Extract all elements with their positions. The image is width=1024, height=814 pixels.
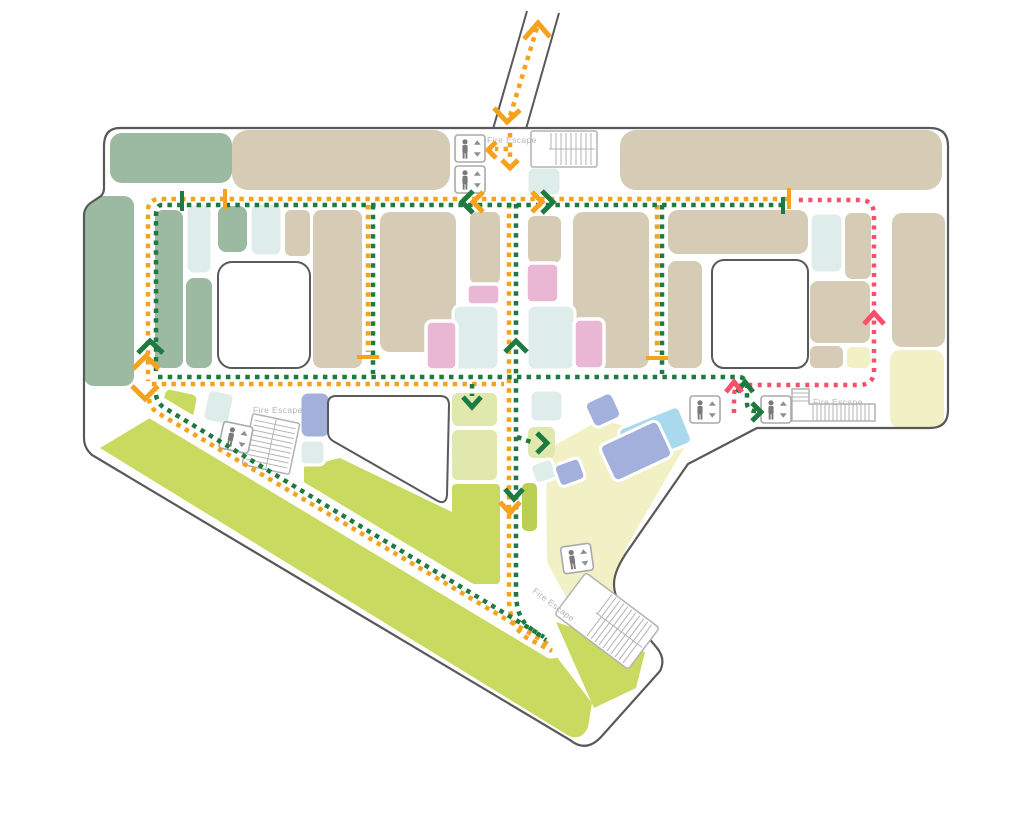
arrow-left-icon [484, 140, 498, 160]
stairs-icon [241, 413, 301, 475]
zone-lime [100, 418, 592, 738]
zone-pale-cyan [808, 211, 845, 275]
zone-pink [465, 282, 502, 307]
zone-tan [620, 130, 942, 190]
arrow-down-icon [130, 384, 160, 403]
zone-tan [810, 281, 870, 343]
zone-tan [528, 216, 561, 263]
arrow-up-icon [724, 377, 744, 394]
zone-periwinkle [599, 419, 673, 483]
stairs-icon [555, 573, 659, 669]
zone-periwinkle [298, 390, 332, 440]
zone-dark-lime [522, 483, 537, 531]
lightwell-void [327, 395, 450, 504]
zone-sage [186, 278, 212, 368]
orange-route-arrows [130, 19, 552, 517]
arrow-left-icon [458, 189, 475, 215]
stairs-icon [791, 388, 876, 422]
zone-lime [452, 484, 500, 584]
pink-route-arrows [724, 309, 886, 394]
zone-tan [313, 210, 362, 368]
zone-sage [155, 210, 183, 368]
zone-tan [668, 210, 808, 254]
zone-pale-yellow [847, 347, 870, 368]
zone-pale-lime [452, 430, 497, 480]
green-route [153, 202, 783, 642]
lightwells [217, 259, 809, 504]
stairs-icons [241, 130, 876, 669]
elevator-icon [760, 395, 792, 424]
lightwell-void [711, 259, 809, 369]
zone-sage [84, 196, 134, 386]
zone-pale-cyan [184, 202, 214, 276]
arrow-right-icon [750, 401, 765, 423]
arrow-down-icon [503, 487, 525, 503]
zone-pale-cyan [451, 303, 501, 372]
arrow-up-icon [862, 309, 886, 326]
arrow-down-icon [492, 106, 522, 126]
zone-blue-group [298, 390, 693, 488]
zone-tan [810, 346, 843, 368]
zone-pink-group [424, 261, 606, 372]
elevator-icon [454, 134, 486, 163]
zone-tan [845, 213, 871, 279]
zone-pink [524, 261, 561, 305]
building-outline [82, 126, 950, 747]
zone-pale-cyan-group [184, 165, 845, 486]
zone-sage-group [84, 133, 247, 386]
zone-tan [892, 213, 945, 347]
zone-sage [218, 206, 247, 252]
zone-tan [380, 212, 456, 352]
zone-pale-lime [452, 393, 497, 426]
zone-pale-lime [528, 427, 555, 458]
zone-pink [572, 317, 606, 371]
arrow-left-icon [469, 190, 485, 214]
zone-tan-group [232, 130, 945, 368]
arrow-right-icon [535, 431, 551, 455]
wing-corridor [137, 391, 565, 659]
route-ticks [180, 188, 791, 360]
zone-tan [285, 210, 310, 256]
zone-pale-cyan [298, 438, 327, 467]
zone-tan [668, 261, 702, 368]
lightwell-void [217, 261, 311, 369]
arrow-down-icon [498, 500, 522, 517]
arrow-up-icon [503, 337, 529, 354]
zone-tan [470, 212, 500, 284]
green-route-arrows [136, 189, 765, 503]
zone-lime [556, 622, 645, 708]
arrow-right-icon [540, 189, 557, 215]
fire-escape-label: Fire Escape [253, 405, 303, 415]
elevator-icon [559, 542, 595, 575]
arrow-up-icon [522, 19, 552, 41]
elevator-icon [689, 395, 721, 424]
zone-pale-cyan [528, 388, 565, 424]
arrow-down-icon [461, 395, 483, 411]
zone-tan [232, 130, 450, 190]
zone-periwinkle [552, 456, 587, 488]
zone-periwinkle [583, 391, 623, 429]
orange-route [145, 27, 787, 653]
arrow-up-icon [131, 352, 161, 371]
zone-sage [110, 133, 232, 183]
stairs-icon [530, 130, 598, 168]
fire-escape-label: Fire Escape [813, 397, 863, 407]
arrow-right-icon [530, 190, 546, 214]
zones-layer [84, 130, 945, 738]
zone-pink [424, 319, 459, 372]
zone-pale-cyan [525, 303, 577, 372]
entry-corridor [492, 10, 560, 130]
fire-escape-label: Fire Escape [487, 135, 537, 145]
elevator-icon [454, 165, 486, 194]
zone-pale-lime-group [452, 393, 555, 480]
arrow-down-icon [500, 158, 520, 172]
arrow-up-icon [136, 337, 165, 355]
zone-pale-cyan [248, 201, 284, 258]
zone-pale-cyan [201, 388, 236, 426]
zone-pale-yellow [890, 350, 944, 428]
